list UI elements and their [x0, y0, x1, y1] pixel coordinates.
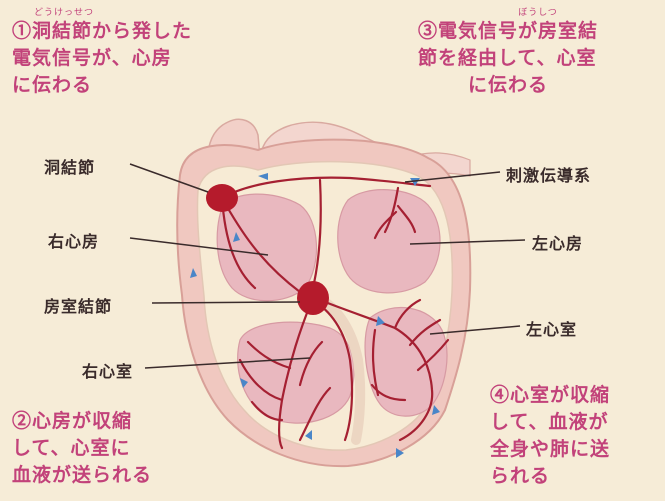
sa-node: [206, 184, 238, 212]
label-sa-node: 洞結節: [44, 154, 95, 178]
annotation-step-3-line-2: 節を経由して、心室: [418, 45, 598, 72]
label-conduction-system: 刺激伝導系: [506, 162, 591, 186]
annotation-step-1-line-1: ①洞結節から発した: [12, 18, 192, 45]
annotation-step-2-line-2: して、心室に: [12, 435, 152, 462]
label-left-atrium: 左心房: [532, 230, 583, 254]
annotation-step-1: どうけっせつ ①洞結節から発した 電気信号が、心房 に伝わる: [12, 8, 192, 99]
label-av-node: 房室結節: [44, 293, 112, 317]
label-left-ventricle: 左心室: [526, 316, 577, 340]
annotation-step-1-ruby: どうけっせつ: [12, 8, 192, 18]
annotation-step-1-line-3: に伝わる: [12, 72, 192, 99]
annotation-step-2-line-1: ②心房が収縮: [12, 408, 152, 435]
label-right-ventricle: 右心室: [82, 358, 133, 382]
annotation-step-3-ruby: ぼうしつ: [418, 8, 598, 18]
annotation-step-2-line-3: 血液が送られる: [12, 462, 152, 489]
annotation-step-4-line-4: られる: [490, 463, 610, 490]
right-atrium-chamber: [217, 194, 316, 301]
annotation-step-4-line-2: して、血液が: [490, 409, 610, 436]
annotation-step-2: ②心房が収縮 して、心室に 血液が送られる: [12, 408, 152, 489]
annotation-step-3-line-3: に伝わる: [418, 72, 598, 99]
av-node: [297, 281, 329, 315]
annotation-step-1-line-2: 電気信号が、心房: [12, 45, 192, 72]
annotation-step-3-line-1: ③電気信号が房室結: [418, 18, 598, 45]
annotation-step-4-line-3: 全身や肺に送: [490, 436, 610, 463]
left-atrium-chamber: [338, 190, 440, 293]
label-right-atrium: 右心房: [48, 228, 99, 252]
annotation-step-4: ④心室が収縮 して、血液が 全身や肺に送 られる: [490, 382, 610, 490]
annotation-step-3: ぼうしつ ③電気信号が房室結 節を経由して、心室 に伝わる: [418, 8, 598, 99]
annotation-step-4-line-1: ④心室が収縮: [490, 382, 610, 409]
